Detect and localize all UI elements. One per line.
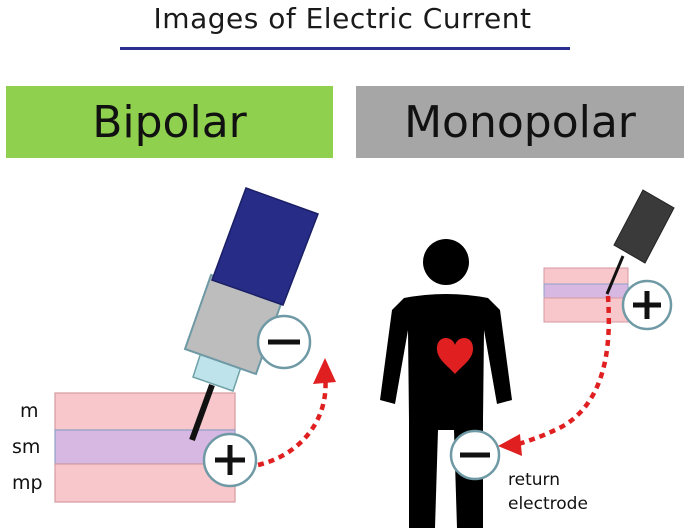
bipolar-device	[183, 187, 319, 442]
return-electrode-label-line1: return	[508, 470, 560, 490]
monopolar-positive-symbol	[621, 279, 673, 331]
title-underline	[120, 47, 570, 50]
human-figure	[380, 239, 512, 528]
monopolar-arrowhead	[498, 434, 522, 456]
monopolar-current-arrow	[514, 295, 612, 448]
bipolar-arrowhead	[313, 358, 336, 384]
layer-label-mp: mp	[12, 472, 43, 494]
bipolar-positive-symbol	[202, 432, 258, 488]
return-electrode-label-line2: electrode	[508, 494, 588, 514]
bipolar-current-arrow	[257, 374, 328, 468]
return-electrode-negative-symbol	[449, 429, 501, 481]
bipolar-handle	[211, 187, 319, 306]
layer-label-m: m	[20, 400, 39, 422]
layer-label-sm: sm	[12, 436, 41, 458]
heart-icon	[436, 338, 474, 374]
bipolar-needle	[189, 383, 215, 442]
monopolar-banner: Monopolar	[356, 86, 684, 158]
page-title: Images of Electric Current	[153, 2, 532, 35]
bipolar-banner: Bipolar	[6, 86, 333, 158]
monopolar-device	[605, 189, 675, 295]
monopolar-tissue	[543, 267, 629, 323]
bipolar-negative-symbol	[256, 314, 312, 370]
